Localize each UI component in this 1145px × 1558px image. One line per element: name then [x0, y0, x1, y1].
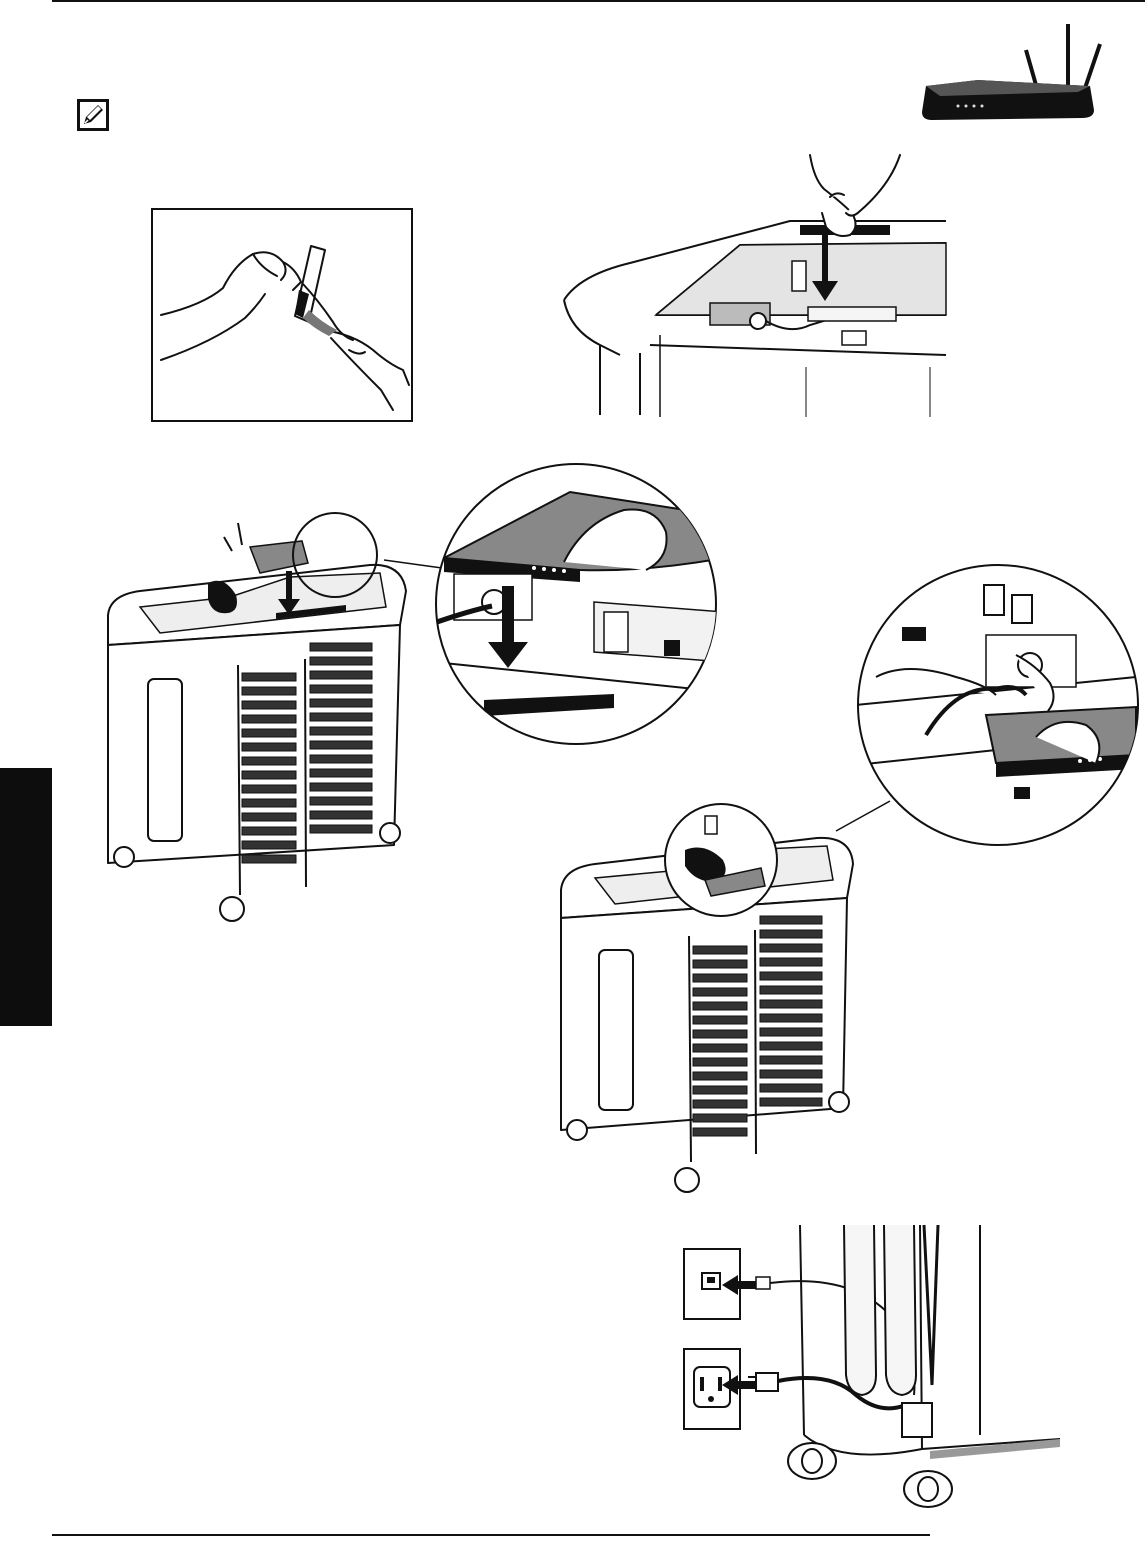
footer-rule — [52, 1534, 930, 1536]
press-strip-into-cart-figure — [560, 155, 950, 420]
section-tab — [0, 768, 52, 1026]
hands-peel-strip-figure — [151, 208, 413, 422]
place-router-on-cart-figure — [100, 515, 415, 925]
header-rule — [52, 0, 1145, 2]
note-pencil-icon — [76, 98, 110, 132]
router-detail-callout — [384, 462, 729, 752]
wireless-router-icon — [918, 22, 1108, 130]
cart-with-router-installed-figure — [555, 790, 860, 1195]
connect-cart-to-wall-outlets-figure — [680, 1225, 1062, 1495]
plug-router-cables-callout — [836, 565, 1141, 850]
